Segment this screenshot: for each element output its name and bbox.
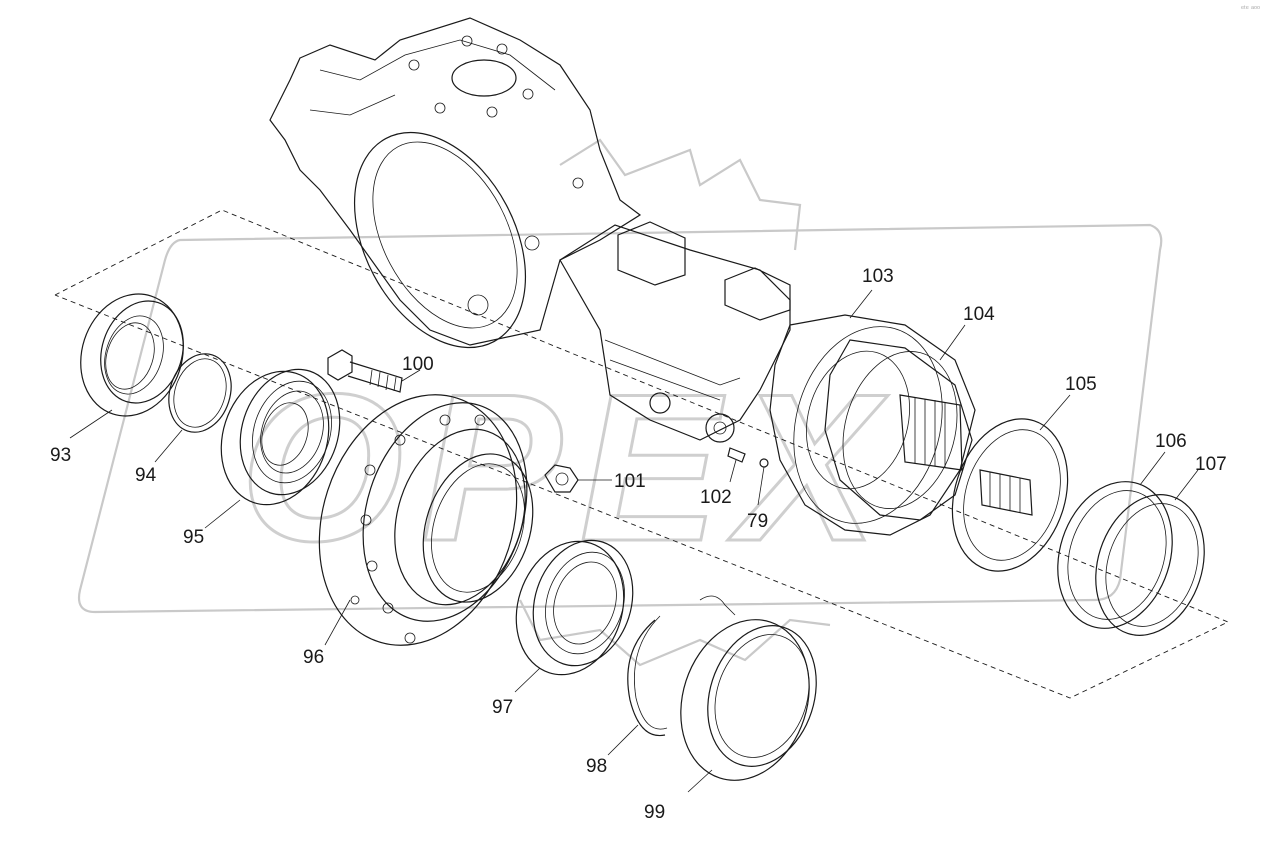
part-labels: 93 94 95 96 97 98 99 100 101 102 79 103 … bbox=[50, 266, 1227, 823]
part-79-washer bbox=[757, 458, 769, 506]
axle-housing bbox=[269, 17, 791, 443]
part-100-bolt bbox=[327, 349, 421, 393]
part-106-seal-ring bbox=[1057, 451, 1173, 629]
label-100: 100 bbox=[402, 354, 434, 375]
part-95-bearing bbox=[204, 368, 341, 529]
part-103-carrier bbox=[769, 289, 976, 536]
label-99: 99 bbox=[644, 802, 665, 823]
label-96: 96 bbox=[303, 647, 324, 668]
label-95: 95 bbox=[183, 527, 204, 548]
label-107: 107 bbox=[1195, 454, 1227, 475]
corner-mark: ᵉᵗᵉ ᵃᵒᵒ bbox=[1241, 4, 1260, 13]
label-104: 104 bbox=[963, 304, 995, 325]
label-93: 93 bbox=[50, 445, 71, 466]
watermark: OPEX bbox=[77, 138, 1163, 667]
part-99-ring-gear bbox=[680, 595, 817, 793]
label-106: 106 bbox=[1155, 431, 1187, 452]
part-101-nut bbox=[544, 464, 612, 493]
label-97: 97 bbox=[492, 697, 513, 718]
assembly-axis bbox=[54, 209, 1230, 699]
part-107-seal-ring bbox=[1095, 469, 1205, 636]
part-94-ring bbox=[154, 353, 232, 463]
label-101: 101 bbox=[614, 471, 646, 492]
label-94: 94 bbox=[135, 465, 157, 486]
part-96-hub bbox=[318, 394, 534, 646]
part-105-ring bbox=[951, 394, 1071, 572]
label-103: 103 bbox=[862, 266, 894, 287]
part-98-snap-ring bbox=[607, 615, 668, 756]
part-93-seal bbox=[69, 293, 184, 439]
part-102-screw bbox=[727, 447, 746, 483]
part-104-gasket bbox=[824, 324, 973, 521]
label-102: 102 bbox=[700, 487, 732, 508]
part-97-bearing bbox=[514, 539, 634, 693]
label-105: 105 bbox=[1065, 374, 1097, 395]
label-79: 79 bbox=[747, 511, 768, 532]
label-98: 98 bbox=[586, 756, 607, 777]
